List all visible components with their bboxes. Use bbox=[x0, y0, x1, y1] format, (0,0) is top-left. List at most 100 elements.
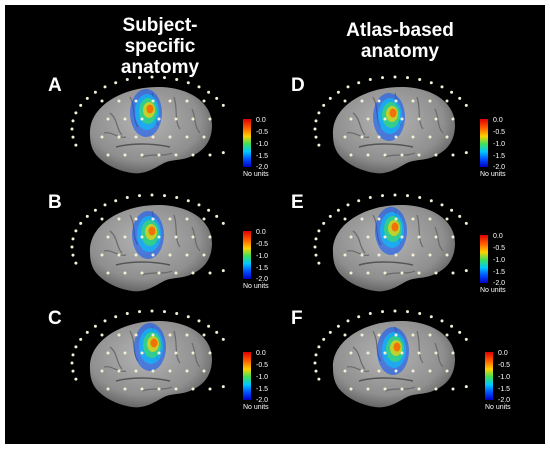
electrode-dot bbox=[417, 271, 421, 275]
electrode-dot bbox=[377, 135, 381, 139]
colorbar-units: No units bbox=[480, 287, 506, 294]
electrode-dot bbox=[70, 127, 74, 131]
electrode-dot bbox=[458, 330, 462, 334]
electrode-dot bbox=[79, 337, 83, 341]
colorbar-tick: -1.0 bbox=[498, 374, 511, 381]
electrode-dot bbox=[360, 253, 364, 257]
colorbar-tick: -2.0 bbox=[256, 164, 269, 171]
brain-rendering-f bbox=[313, 309, 468, 408]
electrode-dot bbox=[140, 387, 144, 391]
electrode-dot bbox=[117, 99, 121, 103]
colorbar-units: No units bbox=[243, 283, 269, 290]
electrode-dot bbox=[208, 351, 212, 355]
activation-blob bbox=[146, 104, 154, 114]
electrode-dot bbox=[114, 81, 118, 85]
sulcus bbox=[416, 330, 424, 364]
right-title-line-1: Atlas-based bbox=[346, 20, 454, 41]
activation-blob bbox=[389, 108, 397, 118]
sulcus bbox=[173, 214, 181, 248]
electrode-dot bbox=[208, 387, 212, 391]
electrode-dot bbox=[366, 235, 370, 239]
electrode-dot bbox=[106, 387, 110, 391]
electrode-dot bbox=[117, 135, 121, 139]
electrode-dot bbox=[314, 135, 318, 139]
electrode-dot bbox=[328, 96, 332, 100]
electrode-dot bbox=[168, 333, 172, 337]
colorbar-tick: -0.5 bbox=[256, 362, 269, 369]
electrode-dot bbox=[207, 208, 211, 212]
electrode-dot bbox=[215, 330, 219, 334]
electrode-dot bbox=[314, 369, 318, 373]
electrode-dot bbox=[428, 333, 432, 337]
colorbar-tick: -2.0 bbox=[256, 276, 269, 283]
electrode-dot bbox=[445, 217, 449, 221]
electrode-dot bbox=[150, 75, 154, 79]
colorbar-gradient bbox=[243, 352, 251, 400]
activation-blob bbox=[393, 342, 401, 352]
electrode-dot bbox=[106, 235, 110, 239]
electrode-dot bbox=[208, 235, 212, 239]
electrode-dot bbox=[383, 117, 387, 121]
brain-rendering-b bbox=[70, 193, 225, 292]
electrode-dot bbox=[451, 117, 455, 121]
panel-letter-d: D bbox=[291, 75, 305, 96]
electrode-dot bbox=[322, 103, 326, 107]
colorbar-c: 0.0 -0.5 -1.0 -1.5 -2.0 No units bbox=[243, 350, 313, 414]
electrode-dot bbox=[100, 369, 104, 373]
electrode-dot bbox=[134, 135, 138, 139]
electrode-dot bbox=[393, 193, 397, 197]
electrode-dot bbox=[140, 271, 144, 275]
electrode-dot bbox=[429, 315, 433, 319]
electrode-dot bbox=[368, 196, 372, 199]
electrode-dot bbox=[151, 135, 155, 139]
colorbar-tick: 0.0 bbox=[493, 233, 503, 240]
activation-blob bbox=[148, 226, 156, 236]
electrode-dot bbox=[125, 312, 129, 315]
electrode-dot bbox=[71, 237, 75, 241]
electrode-dot bbox=[343, 217, 347, 221]
electrode-dot bbox=[123, 387, 127, 391]
electrode-dot bbox=[314, 253, 318, 257]
colorbar-a: 0.0 -0.5 -1.0 -1.5 -2.0 No units bbox=[243, 117, 313, 181]
sulcus bbox=[191, 226, 201, 252]
colorbar-tick: -1.0 bbox=[256, 374, 269, 381]
electrode-dot bbox=[74, 143, 78, 147]
electrode-dot bbox=[85, 330, 89, 334]
colorbar-tick: -1.5 bbox=[498, 386, 511, 393]
electrode-dot bbox=[394, 253, 398, 257]
electrode-dot bbox=[317, 345, 321, 349]
colorbar-tick: -0.5 bbox=[493, 129, 506, 136]
sulcus bbox=[109, 230, 123, 254]
sulcus bbox=[346, 366, 370, 372]
panel-letter-c: C bbox=[48, 308, 62, 329]
electrode-dot bbox=[202, 135, 206, 139]
electrode-dot bbox=[418, 312, 422, 315]
electrode-dot bbox=[163, 76, 166, 80]
electrode-dot bbox=[434, 117, 438, 121]
electrode-dot bbox=[157, 235, 161, 239]
electrode-dot bbox=[185, 217, 189, 221]
electrode-dot bbox=[349, 351, 353, 355]
colorbar-tick: -1.0 bbox=[256, 253, 269, 260]
electrode-dot bbox=[400, 351, 404, 355]
electrode-dot bbox=[357, 81, 361, 85]
electrode-dot bbox=[411, 253, 415, 257]
electrode-dot bbox=[106, 117, 110, 121]
electrode-dot bbox=[343, 99, 347, 103]
electrode-dot bbox=[445, 253, 449, 257]
electrode-dot bbox=[151, 333, 155, 337]
electrode-dot bbox=[377, 253, 381, 257]
electrode-dot bbox=[394, 135, 398, 139]
electrode-dot bbox=[464, 337, 468, 341]
electrode-dot bbox=[336, 324, 340, 328]
electrode-dot bbox=[157, 351, 161, 355]
electrode-dot bbox=[360, 333, 364, 337]
electrode-dot bbox=[314, 119, 318, 123]
sulcus bbox=[346, 132, 370, 138]
figure-panel: Subject- specific anatomy Atlas-based an… bbox=[5, 5, 545, 444]
electrode-dot bbox=[336, 90, 340, 94]
electrode-dot bbox=[202, 369, 206, 373]
electrode-dot bbox=[349, 153, 353, 157]
sulcus bbox=[191, 342, 201, 368]
electrode-dot bbox=[343, 369, 347, 373]
